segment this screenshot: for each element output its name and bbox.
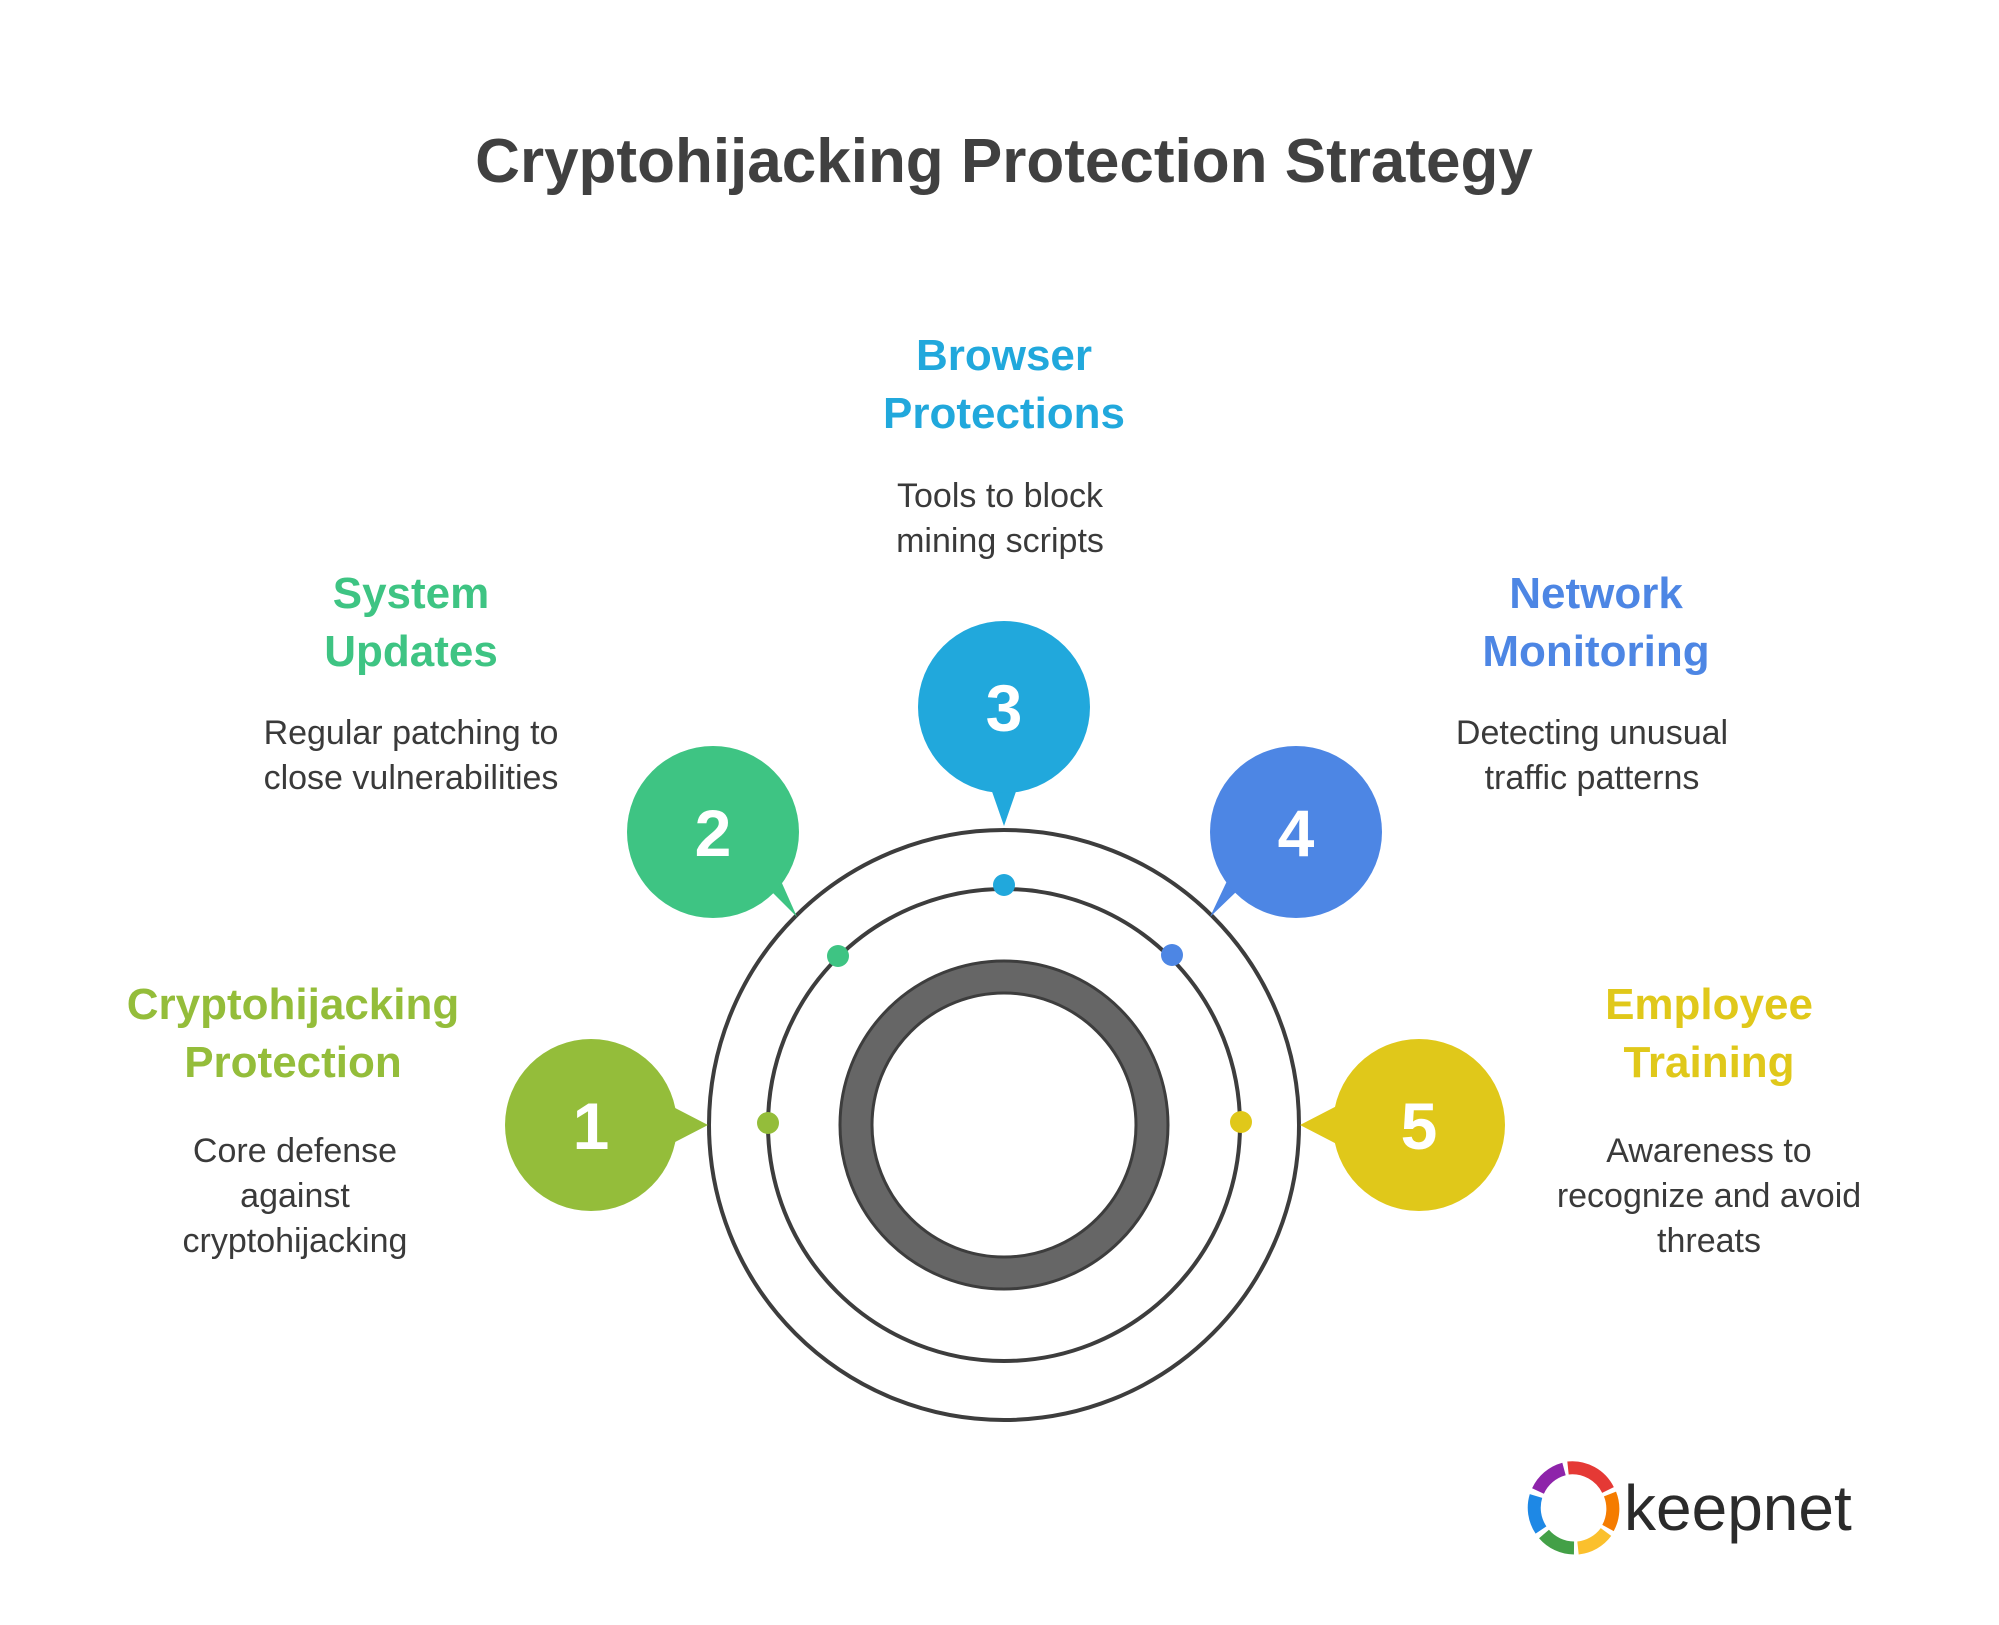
step-2-title-line-1: System <box>333 569 490 618</box>
step-3-bubble <box>918 621 1090 793</box>
core-ring-outer-edge <box>838 959 1170 1291</box>
step-1-label: Cryptohijacking Protection Core defense … <box>127 980 460 1260</box>
step-5-title-line-1: Employee <box>1605 980 1813 1029</box>
step-4-desc-line-2: traffic patterns <box>1485 759 1700 797</box>
core-ring-inner-edge <box>870 991 1138 1259</box>
step-5-desc-line-2: recognize and avoid <box>1557 1177 1861 1215</box>
step-3-title-line-2: Protections <box>883 389 1125 438</box>
step-5-dot <box>1230 1111 1252 1133</box>
step-5-desc-line-3: threats <box>1657 1222 1761 1260</box>
step-3-title-line-1: Browser <box>916 331 1092 380</box>
step-1-desc-line-1: Core defense <box>193 1132 397 1170</box>
step-4-dot <box>1161 944 1183 966</box>
step-1-number: 1 <box>573 1089 610 1163</box>
step-4-title-line-2: Monitoring <box>1482 627 1709 676</box>
step-4-label: Network Monitoring Detecting unusual tra… <box>1456 569 1728 797</box>
step-1-bubble <box>505 1039 677 1211</box>
step-1-desc-line-3: cryptohijacking <box>183 1222 408 1260</box>
step-2-dot <box>827 945 849 967</box>
step-3-marker: 3 <box>918 621 1090 826</box>
step-3-label: Browser Protections Tools to block minin… <box>883 331 1125 560</box>
step-2-desc-line-1: Regular patching to <box>264 714 559 752</box>
keepnet-logo-text: keepnet <box>1624 1472 1852 1544</box>
step-4-title-line-1: Network <box>1509 569 1683 618</box>
keepnet-logo-icon <box>1527 1461 1620 1555</box>
step-2-marker: 2 <box>627 746 799 918</box>
step-2-desc-line-2: close vulnerabilities <box>264 759 559 797</box>
step-5-label: Employee Training Awareness to recognize… <box>1557 980 1861 1260</box>
diagram-title: Cryptohijacking Protection Strategy <box>475 127 1533 196</box>
step-5-number: 5 <box>1401 1089 1438 1163</box>
step-5-title-line-2: Training <box>1623 1038 1794 1087</box>
step-4-marker: 4 <box>1210 746 1382 918</box>
step-5-bubble <box>1333 1039 1505 1211</box>
step-3-number: 3 <box>986 671 1023 745</box>
step-1-dot <box>757 1112 779 1134</box>
step-4-number: 4 <box>1278 796 1315 870</box>
step-3-desc-line-2: mining scripts <box>896 522 1104 560</box>
step-3-dot <box>993 874 1015 896</box>
step-1-desc-line-2: against <box>240 1177 350 1215</box>
step-2-label: System Updates Regular patching to close… <box>264 569 559 797</box>
step-4-bubble <box>1210 746 1382 918</box>
step-2-number: 2 <box>695 796 732 870</box>
step-5-marker: 5 <box>1300 1039 1505 1211</box>
step-1-title-line-1: Cryptohijacking <box>127 980 460 1029</box>
step-5-desc-line-1: Awareness to <box>1606 1132 1811 1170</box>
step-4-desc-line-1: Detecting unusual <box>1456 714 1728 752</box>
core-ring-band <box>840 961 1168 1289</box>
outer-ring <box>707 828 1301 1422</box>
step-2-title-line-2: Updates <box>324 627 498 676</box>
keepnet-logo: keepnet <box>1527 1461 1852 1555</box>
step-1-marker: 1 <box>505 1039 708 1211</box>
step-3-desc-line-1: Tools to block <box>897 477 1104 515</box>
step-2-bubble <box>627 746 799 918</box>
step-1-title-line-2: Protection <box>184 1038 402 1087</box>
